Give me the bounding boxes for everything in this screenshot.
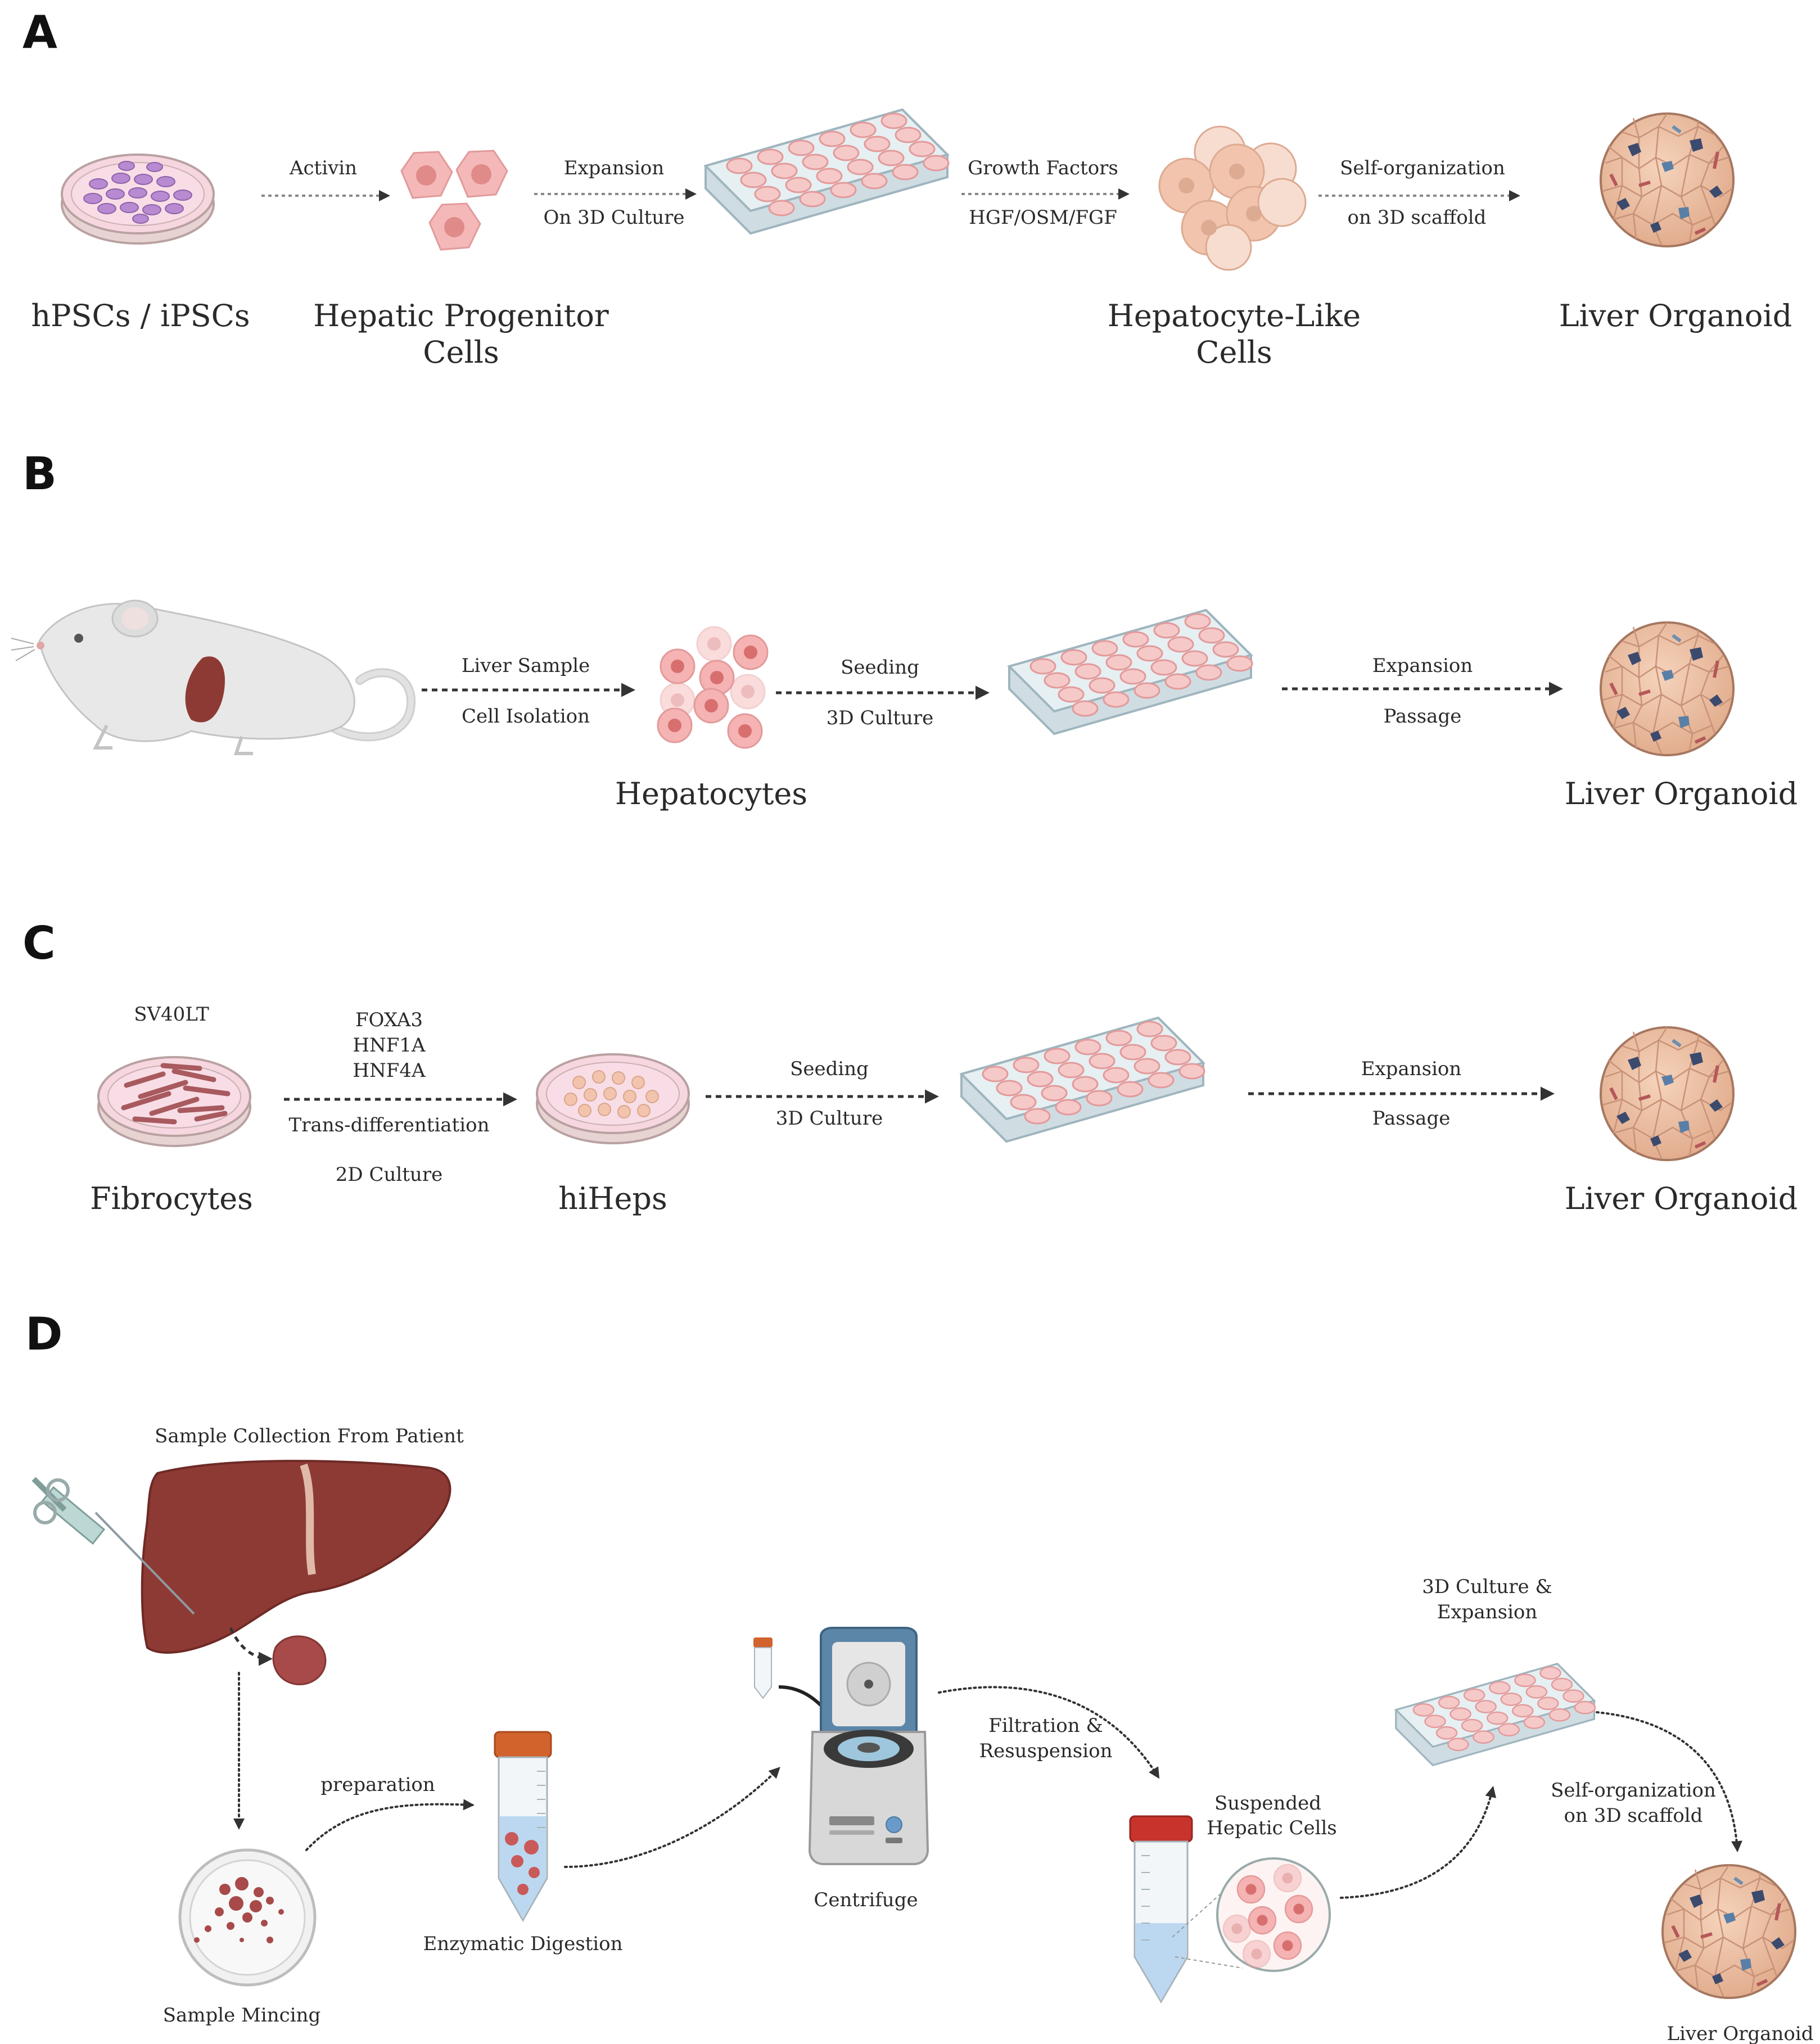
well-plate-a xyxy=(704,109,950,234)
panel-a-letter: A xyxy=(22,6,57,58)
arrow-label-preparation: preparation xyxy=(320,1774,435,1796)
hepatocyte-like-cells-illustration xyxy=(1158,125,1307,271)
arrow-label-scaffold-a: on 3D scaffold xyxy=(1348,206,1487,229)
hepatic-progenitor-cells-illustration xyxy=(400,150,508,251)
arrow-label-seeding-c: Seeding xyxy=(790,1058,869,1080)
label-liver-organoid-a: Liver Organoid xyxy=(1559,298,1792,333)
factor-hnf1a: HNF1A xyxy=(353,1034,426,1057)
label-suspended-line1: Suspended xyxy=(1214,1792,1321,1815)
label-enzymatic-digestion: Enzymatic Digestion xyxy=(423,1933,622,1955)
arrow-to-tissue xyxy=(229,1627,273,1666)
label-sv40lt: SV40LT xyxy=(134,1003,209,1026)
panel-b: B Liver Sample Cell Isolation xyxy=(11,448,1798,811)
label-progenitor-line1: Hepatic Progenitor xyxy=(313,298,609,333)
label-suspended-line2: Hepatic Cells xyxy=(1207,1817,1337,1839)
label-filtration-line1: Filtration & xyxy=(988,1714,1103,1737)
arrow-label-3d-culture-c: 3D Culture xyxy=(776,1107,883,1130)
label-selforg-line2: on 3D scaffold xyxy=(1564,1804,1703,1827)
arrow-label-3d-culture-b: 3D Culture xyxy=(827,707,933,729)
zoom-line-bottom xyxy=(1175,1956,1243,1969)
label-filtration-line2: Resuspension xyxy=(979,1740,1113,1762)
label-culture-line2: Expansion xyxy=(1437,1601,1538,1623)
factor-foxa3: FOXA3 xyxy=(355,1009,423,1031)
liver-organoid-d xyxy=(1663,1865,1795,1998)
label-liver-organoid-d: Liver Organoid xyxy=(1667,2023,1813,2044)
arrow-label-expansion-c: Expansion xyxy=(1361,1058,1462,1080)
arrow-label-3d-culture-a: On 3D Culture xyxy=(544,206,685,229)
label-hepatocyte-like-line1: Hepatocyte-Like xyxy=(1108,298,1361,333)
arrow-label-passage-c: Passage xyxy=(1372,1107,1451,1130)
small-tube-illustration xyxy=(753,1637,773,1699)
liver-illustration xyxy=(141,1460,451,1654)
panel-b-letter: B xyxy=(22,448,57,500)
arrow-to-culture xyxy=(1340,1786,1497,1899)
panel-c: C SV40LT Fibrocytes FOXA3 HNF1A HNF4A Tr… xyxy=(22,917,1798,1216)
well-plate-c xyxy=(960,1017,1205,1143)
label-hepatocyte-like-line2: Cells xyxy=(1196,335,1272,370)
suspended-cells-zoom xyxy=(1216,1857,1331,1972)
centrifuge-illustration xyxy=(808,1627,929,1865)
arrow-label-cell-isolation: Cell Isolation xyxy=(462,705,590,728)
arrow-label-liver-sample: Liver Sample xyxy=(462,655,590,677)
label-centrifuge: Centrifuge xyxy=(814,1889,918,1911)
panel-d: D Sample Collection From Patient xyxy=(25,1308,1814,2044)
arrow-label-expansion-b: Expansion xyxy=(1372,655,1473,677)
factor-hnf4a: HNF4A xyxy=(353,1059,426,1082)
arrow-label-2d-culture: 2D Culture xyxy=(336,1163,442,1186)
label-liver-organoid-b: Liver Organoid xyxy=(1565,776,1798,811)
arrow-label-growth-factors: Growth Factors xyxy=(968,157,1118,179)
hepatocytes-illustration xyxy=(657,626,769,749)
panel-a: A hPSCs / iPSCs Activin Hepatic Progenit… xyxy=(22,6,1792,370)
suspension-tube-illustration xyxy=(1129,1815,1193,2004)
label-sample-collection: Sample Collection From Patient xyxy=(155,1425,464,1447)
liver-organoid-b xyxy=(1601,622,1733,755)
hiheps-dish-illustration xyxy=(536,1053,690,1144)
label-hepatocytes: Hepatocytes xyxy=(615,776,807,811)
arrow-label-seeding-b: Seeding xyxy=(841,656,919,679)
arrow-preparation xyxy=(305,1799,475,1851)
mouse-illustration xyxy=(11,599,416,755)
well-plate-b xyxy=(1008,609,1253,735)
label-progenitor-line2: Cells xyxy=(423,335,499,370)
arrow-filtration xyxy=(938,1686,1160,1779)
label-hiheps: hiHeps xyxy=(558,1181,667,1216)
label-fibrocytes: Fibrocytes xyxy=(90,1181,253,1216)
arrow-label-self-org-a: Self-organization xyxy=(1340,157,1505,179)
well-plate-d xyxy=(1395,1663,1596,1766)
label-culture-line1: 3D Culture & xyxy=(1422,1576,1552,1598)
tissue-sample xyxy=(272,1635,327,1686)
arrow-label-trans-differentiation: Trans-differentiation xyxy=(289,1114,490,1136)
arrow-label-activin: Activin xyxy=(289,157,357,179)
liver-organoid-c xyxy=(1601,1027,1733,1160)
label-selforg-line1: Self-organization xyxy=(1551,1779,1716,1802)
mincing-dish-illustration xyxy=(178,1848,317,1987)
arrow-label-passage-b: Passage xyxy=(1384,705,1462,728)
syringe-illustration xyxy=(31,1477,195,1615)
liver-organoid-a xyxy=(1601,114,1733,246)
arrow-self-organization-d xyxy=(1596,1711,1742,1852)
hpsc-dish-illustration xyxy=(61,154,215,245)
panel-c-letter: C xyxy=(22,917,56,969)
panel-d-letter: D xyxy=(25,1308,62,1360)
label-sample-mincing: Sample Mincing xyxy=(163,2004,321,2027)
arrow-label-expansion-a: Expansion xyxy=(564,157,665,179)
arrow-label-hgf-osm-fgf: HGF/OSM/FGF xyxy=(969,206,1117,229)
digestion-tube-illustration xyxy=(494,1731,552,1923)
fibrocytes-dish-illustration xyxy=(97,1056,251,1147)
label-hpscs: hPSCs / iPSCs xyxy=(31,298,250,333)
arrow-to-centrifuge xyxy=(564,1767,780,1868)
label-liver-organoid-c: Liver Organoid xyxy=(1565,1181,1798,1216)
